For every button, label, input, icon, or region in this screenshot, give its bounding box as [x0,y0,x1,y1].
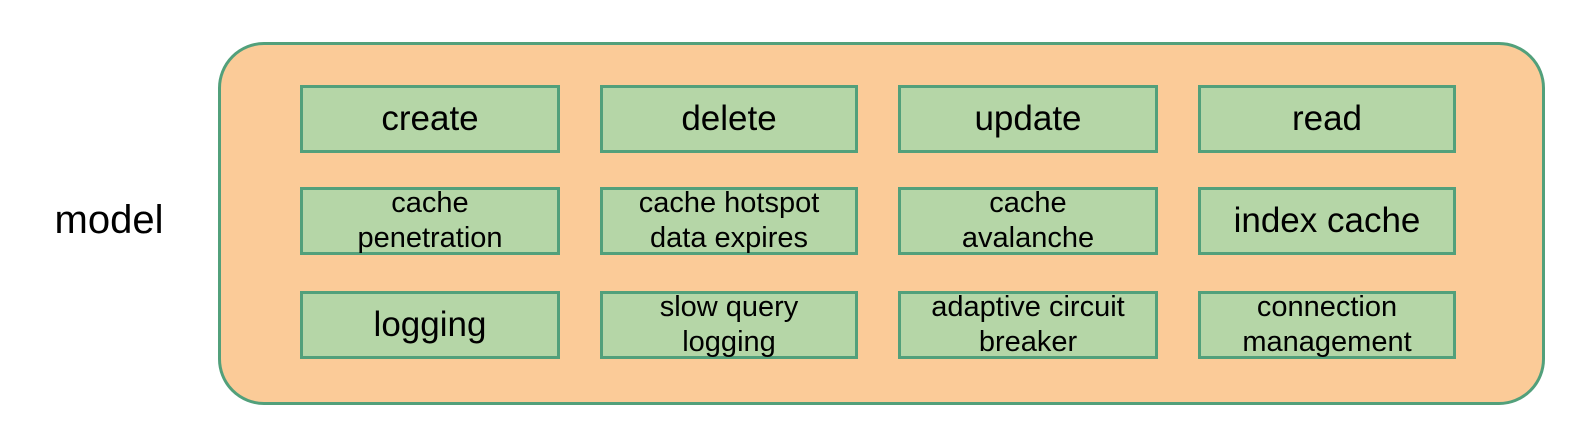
node-index-cache[interactable]: index cache [1198,187,1456,255]
node-label: slow query logging [659,291,799,358]
node-label: cache hotspot data expires [638,187,820,254]
node-label: cache penetration [357,187,503,254]
node-label: connection management [1242,291,1412,358]
node-label: delete [681,99,777,138]
node-label: logging [373,305,487,344]
node-logging[interactable]: logging [300,291,560,359]
node-label: read [1291,99,1363,138]
node-slow-query-logging[interactable]: slow query logging [600,291,858,359]
node-delete[interactable]: delete [600,85,858,153]
node-label: update [974,99,1082,138]
node-create[interactable]: create [300,85,560,153]
node-label: create [381,99,479,138]
node-label: cache avalanche [961,187,1095,254]
node-label: adaptive circuit breaker [931,291,1125,358]
node-adaptive-circuit-breaker[interactable]: adaptive circuit breaker [898,291,1158,359]
node-cache-avalanche[interactable]: cache avalanche [898,187,1158,255]
model-group-label: model [54,198,164,242]
node-label: index cache [1233,201,1421,240]
node-update[interactable]: update [898,85,1158,153]
node-cache-hotspot-data-expires[interactable]: cache hotspot data expires [600,187,858,255]
node-cache-penetration[interactable]: cache penetration [300,187,560,255]
node-connection-management[interactable]: connection management [1198,291,1456,359]
node-read[interactable]: read [1198,85,1456,153]
